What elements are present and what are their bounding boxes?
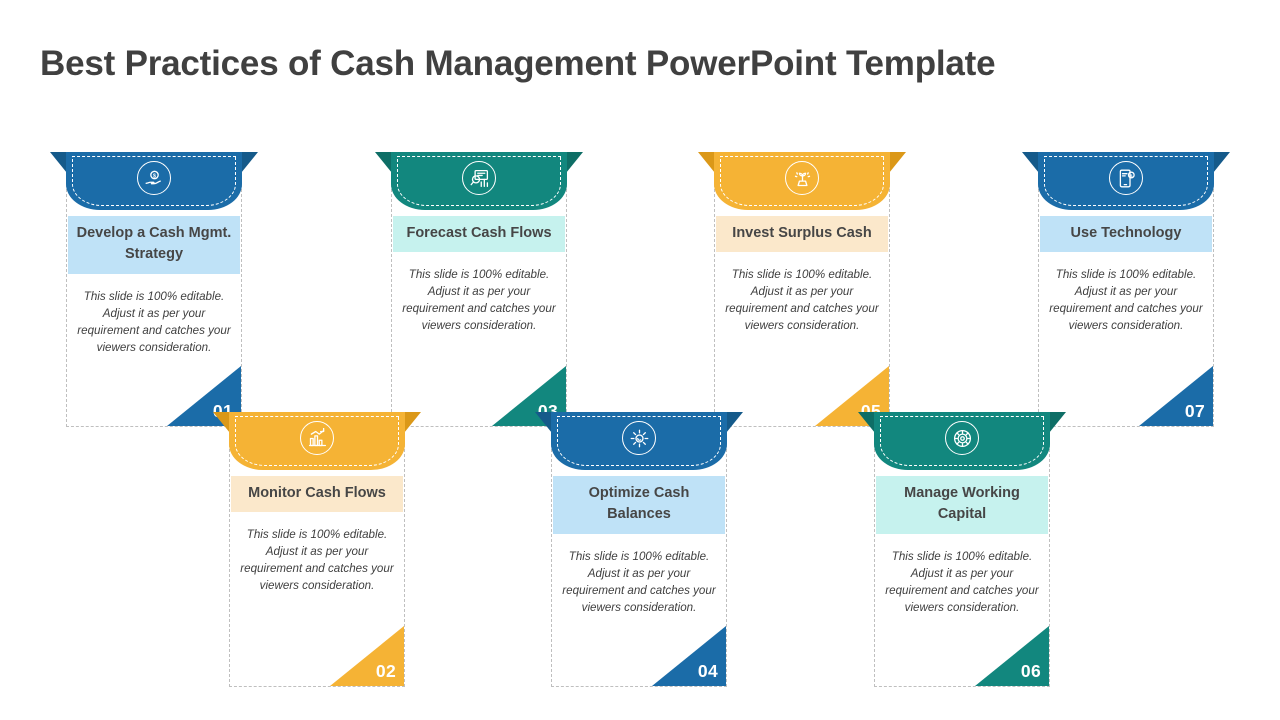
card-title: Develop a Cash Mgmt. Strategy xyxy=(68,216,240,274)
card-number: 06 xyxy=(1020,661,1041,681)
card-number-ribbon: 07 xyxy=(1139,366,1213,426)
card-number: 02 xyxy=(375,661,396,681)
icon-ring xyxy=(945,421,979,455)
card-banner: $ xyxy=(50,152,258,218)
banner-dashed-outline xyxy=(880,416,1044,466)
card-number-ribbon: 06 xyxy=(975,626,1049,686)
icon-ring xyxy=(137,161,171,195)
card-number: 07 xyxy=(1184,401,1205,421)
card-banner xyxy=(213,412,421,478)
banner-dashed-outline xyxy=(72,156,236,206)
card-title: Optimize Cash Balances xyxy=(553,476,725,534)
icon-ring xyxy=(462,161,496,195)
card-description: This slide is 100% editable. Adjust it a… xyxy=(77,290,231,355)
card-number-ribbon: 02 xyxy=(330,626,404,686)
card-description: This slide is 100% editable. Adjust it a… xyxy=(402,268,556,333)
card-title: Use Technology xyxy=(1040,216,1212,253)
banner-dashed-outline xyxy=(557,416,721,466)
card-banner xyxy=(858,412,1066,478)
hand-holding-coin-icon: $ xyxy=(135,159,173,197)
money-plant-icon xyxy=(783,159,821,197)
banner-dashed-outline xyxy=(235,416,399,466)
gear-arrow-icon xyxy=(620,419,658,457)
card-banner xyxy=(535,412,743,478)
card-title: Monitor Cash Flows xyxy=(231,476,403,513)
gear-cog-icon xyxy=(943,419,981,457)
card-number: 04 xyxy=(697,661,718,681)
banner-dashed-outline xyxy=(397,156,561,206)
banner-dashed-outline xyxy=(720,156,884,206)
card-title: Manage Working Capital xyxy=(876,476,1048,534)
svg-text:$: $ xyxy=(1130,173,1133,177)
icon-ring xyxy=(1109,161,1143,195)
chart-magnifier-icon xyxy=(460,159,498,197)
icon-ring xyxy=(300,421,334,455)
card-description: This slide is 100% editable. Adjust it a… xyxy=(562,550,716,615)
card-banner xyxy=(698,152,906,218)
card-description: This slide is 100% editable. Adjust it a… xyxy=(725,268,879,333)
mobile-payment-icon: $ xyxy=(1107,159,1145,197)
page-title: Best Practices of Cash Management PowerP… xyxy=(40,44,996,83)
card-banner xyxy=(375,152,583,218)
card-number-ribbon: 04 xyxy=(652,626,726,686)
svg-text:$: $ xyxy=(153,173,156,179)
icon-ring xyxy=(622,421,656,455)
card-title: Invest Surplus Cash xyxy=(716,216,888,253)
card-description: This slide is 100% editable. Adjust it a… xyxy=(1049,268,1203,333)
card-description: This slide is 100% editable. Adjust it a… xyxy=(240,528,394,593)
bar-chart-growth-icon xyxy=(298,419,336,457)
card-title: Forecast Cash Flows xyxy=(393,216,565,253)
card-description: This slide is 100% editable. Adjust it a… xyxy=(885,550,1039,615)
banner-dashed-outline xyxy=(1044,156,1208,206)
icon-ring xyxy=(785,161,819,195)
card-banner: $ xyxy=(1022,152,1230,218)
